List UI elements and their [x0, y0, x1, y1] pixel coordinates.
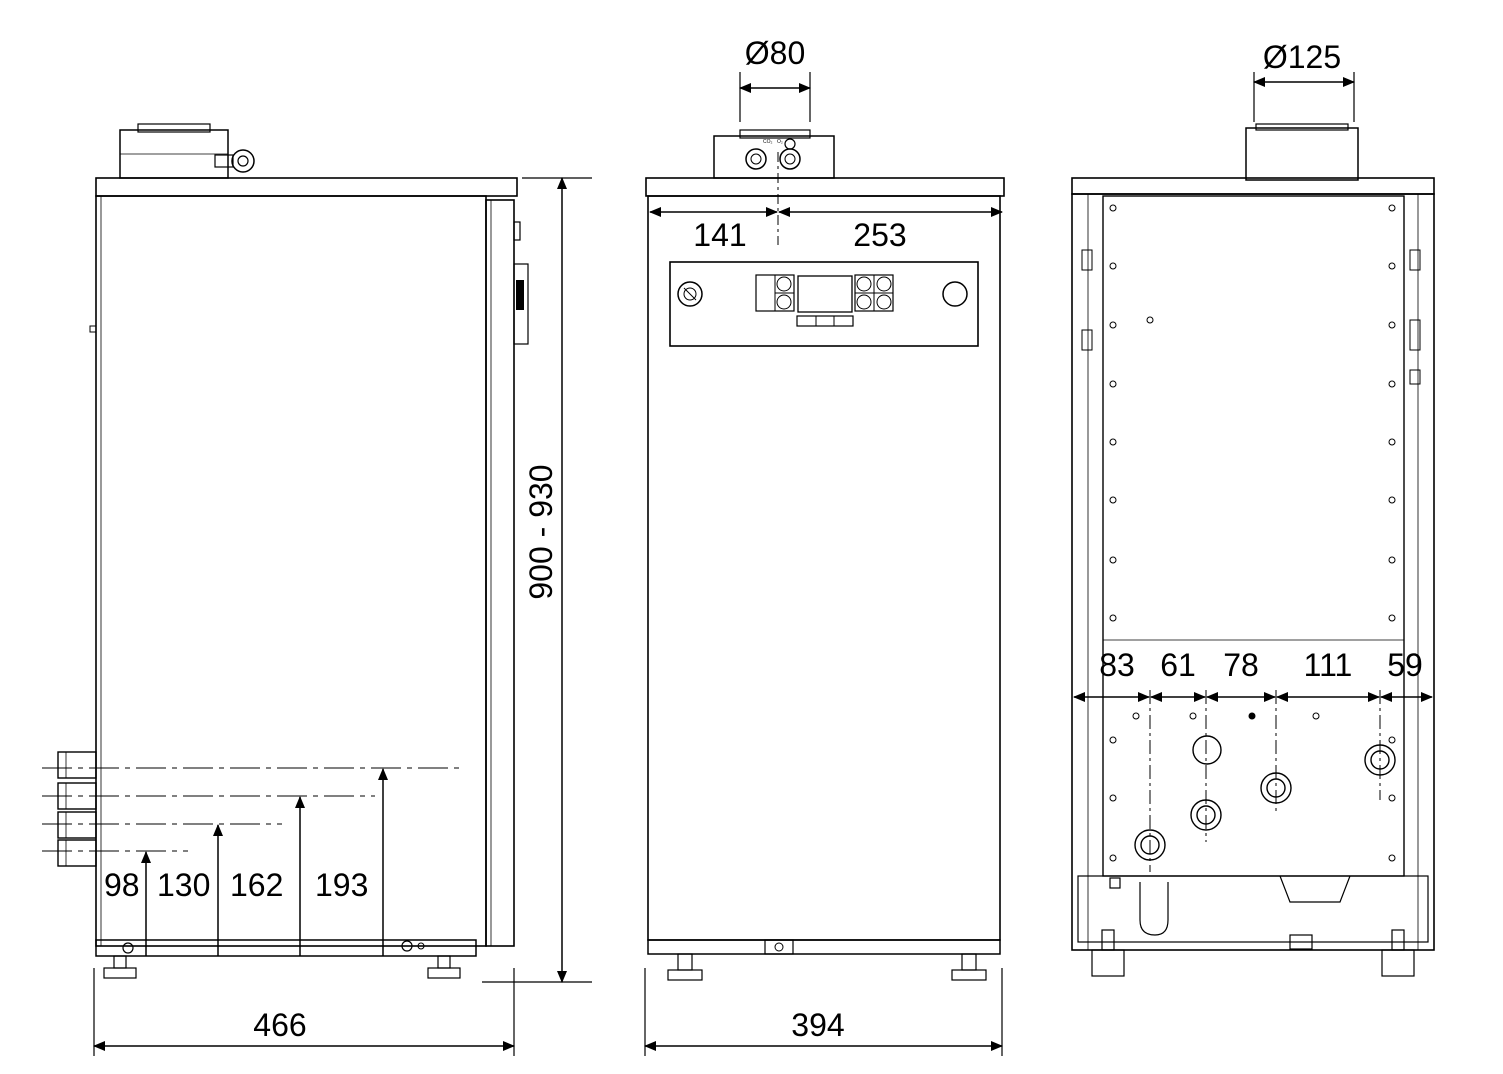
flue-label-o2: O₂: [777, 139, 783, 145]
front-flue-outlet: CO₂ O₂: [713, 129, 835, 179]
rear-side-rails: [1081, 249, 1421, 385]
side-overall-height-dimension: [482, 177, 592, 983]
rear-flue-outlet: [1245, 123, 1359, 181]
front-body: [647, 195, 1001, 941]
rear-view: Ø125 83 61 78 111 59: [1071, 39, 1435, 977]
side-view: 98 130 162 193 900 - 930 466: [42, 123, 592, 1056]
rear-flue-diameter-dimension: [1253, 72, 1355, 122]
side-body: [95, 195, 487, 947]
side-depth-dimension: [93, 968, 515, 1056]
dim-height-98: 98: [104, 867, 140, 903]
dim-flue-offset-141: 141: [693, 217, 746, 253]
rear-inner-panel: [1102, 195, 1405, 877]
dim-depth: 466: [253, 1007, 306, 1043]
front-control-panel: [669, 261, 979, 347]
dim-spacing-59: 59: [1387, 647, 1423, 683]
dim-height-130: 130: [157, 867, 210, 903]
flue-label-co2: CO₂: [763, 139, 773, 145]
dim-height-162: 162: [230, 867, 283, 903]
front-view: CO₂ O₂: [644, 35, 1005, 1056]
dim-overall-height: 900 - 930: [523, 464, 559, 599]
dim-spacing-111: 111: [1304, 647, 1353, 683]
side-front-panel: [485, 199, 515, 947]
dim-width: 394: [791, 1007, 844, 1043]
side-connection-centerlines: [42, 767, 465, 852]
dim-spacing-61: 61: [1160, 647, 1196, 683]
dim-spacing-83: 83: [1099, 647, 1135, 683]
front-top-cover: [645, 177, 1005, 197]
dim-height-193: 193: [315, 867, 368, 903]
dim-flue-diameter-125: Ø125: [1263, 39, 1341, 75]
dim-spacing-78: 78: [1223, 647, 1259, 683]
front-feet: [667, 953, 987, 981]
side-top-cover: [95, 177, 518, 197]
dim-flue-offset-253: 253: [853, 217, 906, 253]
side-flue-outlet: [119, 123, 255, 179]
front-flue-diameter-dimension: [739, 72, 811, 122]
front-width-dimension: [644, 968, 1003, 1056]
rear-panel-screws: [1109, 204, 1396, 862]
side-pipe-connections: [57, 751, 97, 867]
rear-bottom-section: [1077, 875, 1429, 950]
rear-pipe-connections: [1134, 735, 1396, 861]
rear-connection-centerlines: [1149, 690, 1381, 872]
front-base: [647, 939, 1001, 955]
rear-feet: [1091, 929, 1415, 977]
side-feet: [103, 955, 461, 979]
side-height-dimensions: [141, 768, 388, 956]
dim-flue-diameter-80: Ø80: [745, 35, 805, 71]
side-base: [95, 939, 477, 957]
rear-frame: [1071, 193, 1435, 951]
